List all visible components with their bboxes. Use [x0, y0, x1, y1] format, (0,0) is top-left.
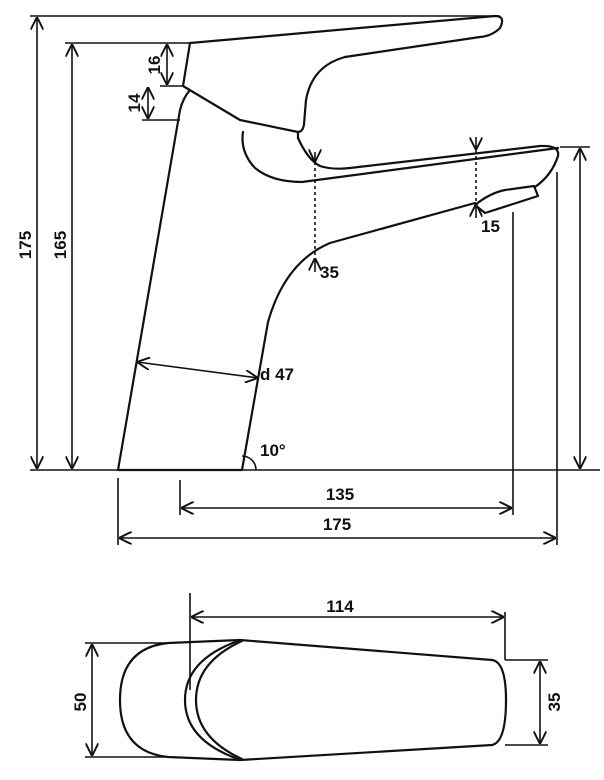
label-total-height: 175 [16, 231, 35, 259]
label-handle-gap: 14 [125, 93, 144, 112]
top-view-outline [118, 638, 508, 762]
label-body-height: 165 [51, 231, 70, 259]
label-top-length: 114 [326, 597, 354, 616]
spout-outline [241, 130, 560, 189]
top-view-inner-arc-1 [183, 639, 240, 761]
label-reach: 135 [326, 485, 354, 504]
dimensions [30, 15, 600, 545]
label-handle-height: 16 [145, 56, 164, 75]
label-angle: 10° [260, 441, 286, 460]
label-top-width: 50 [71, 693, 90, 712]
label-spout-tip: 15 [481, 217, 500, 236]
label-total-length: 175 [323, 515, 351, 534]
top-view: 114 50 35 [71, 593, 564, 762]
label-body-diameter: d 47 [260, 365, 294, 384]
aerator [473, 184, 540, 215]
dimension-labels: 175 165 16 14 35 15 d 47 10° 135 175 [16, 56, 500, 534]
label-tip-width: 35 [545, 693, 564, 712]
top-view-inner-arc-2 [194, 639, 244, 761]
label-spout-clearance: 35 [320, 263, 339, 282]
side-view [116, 14, 560, 472]
body-outline [116, 88, 477, 472]
handle-outline [181, 14, 504, 134]
